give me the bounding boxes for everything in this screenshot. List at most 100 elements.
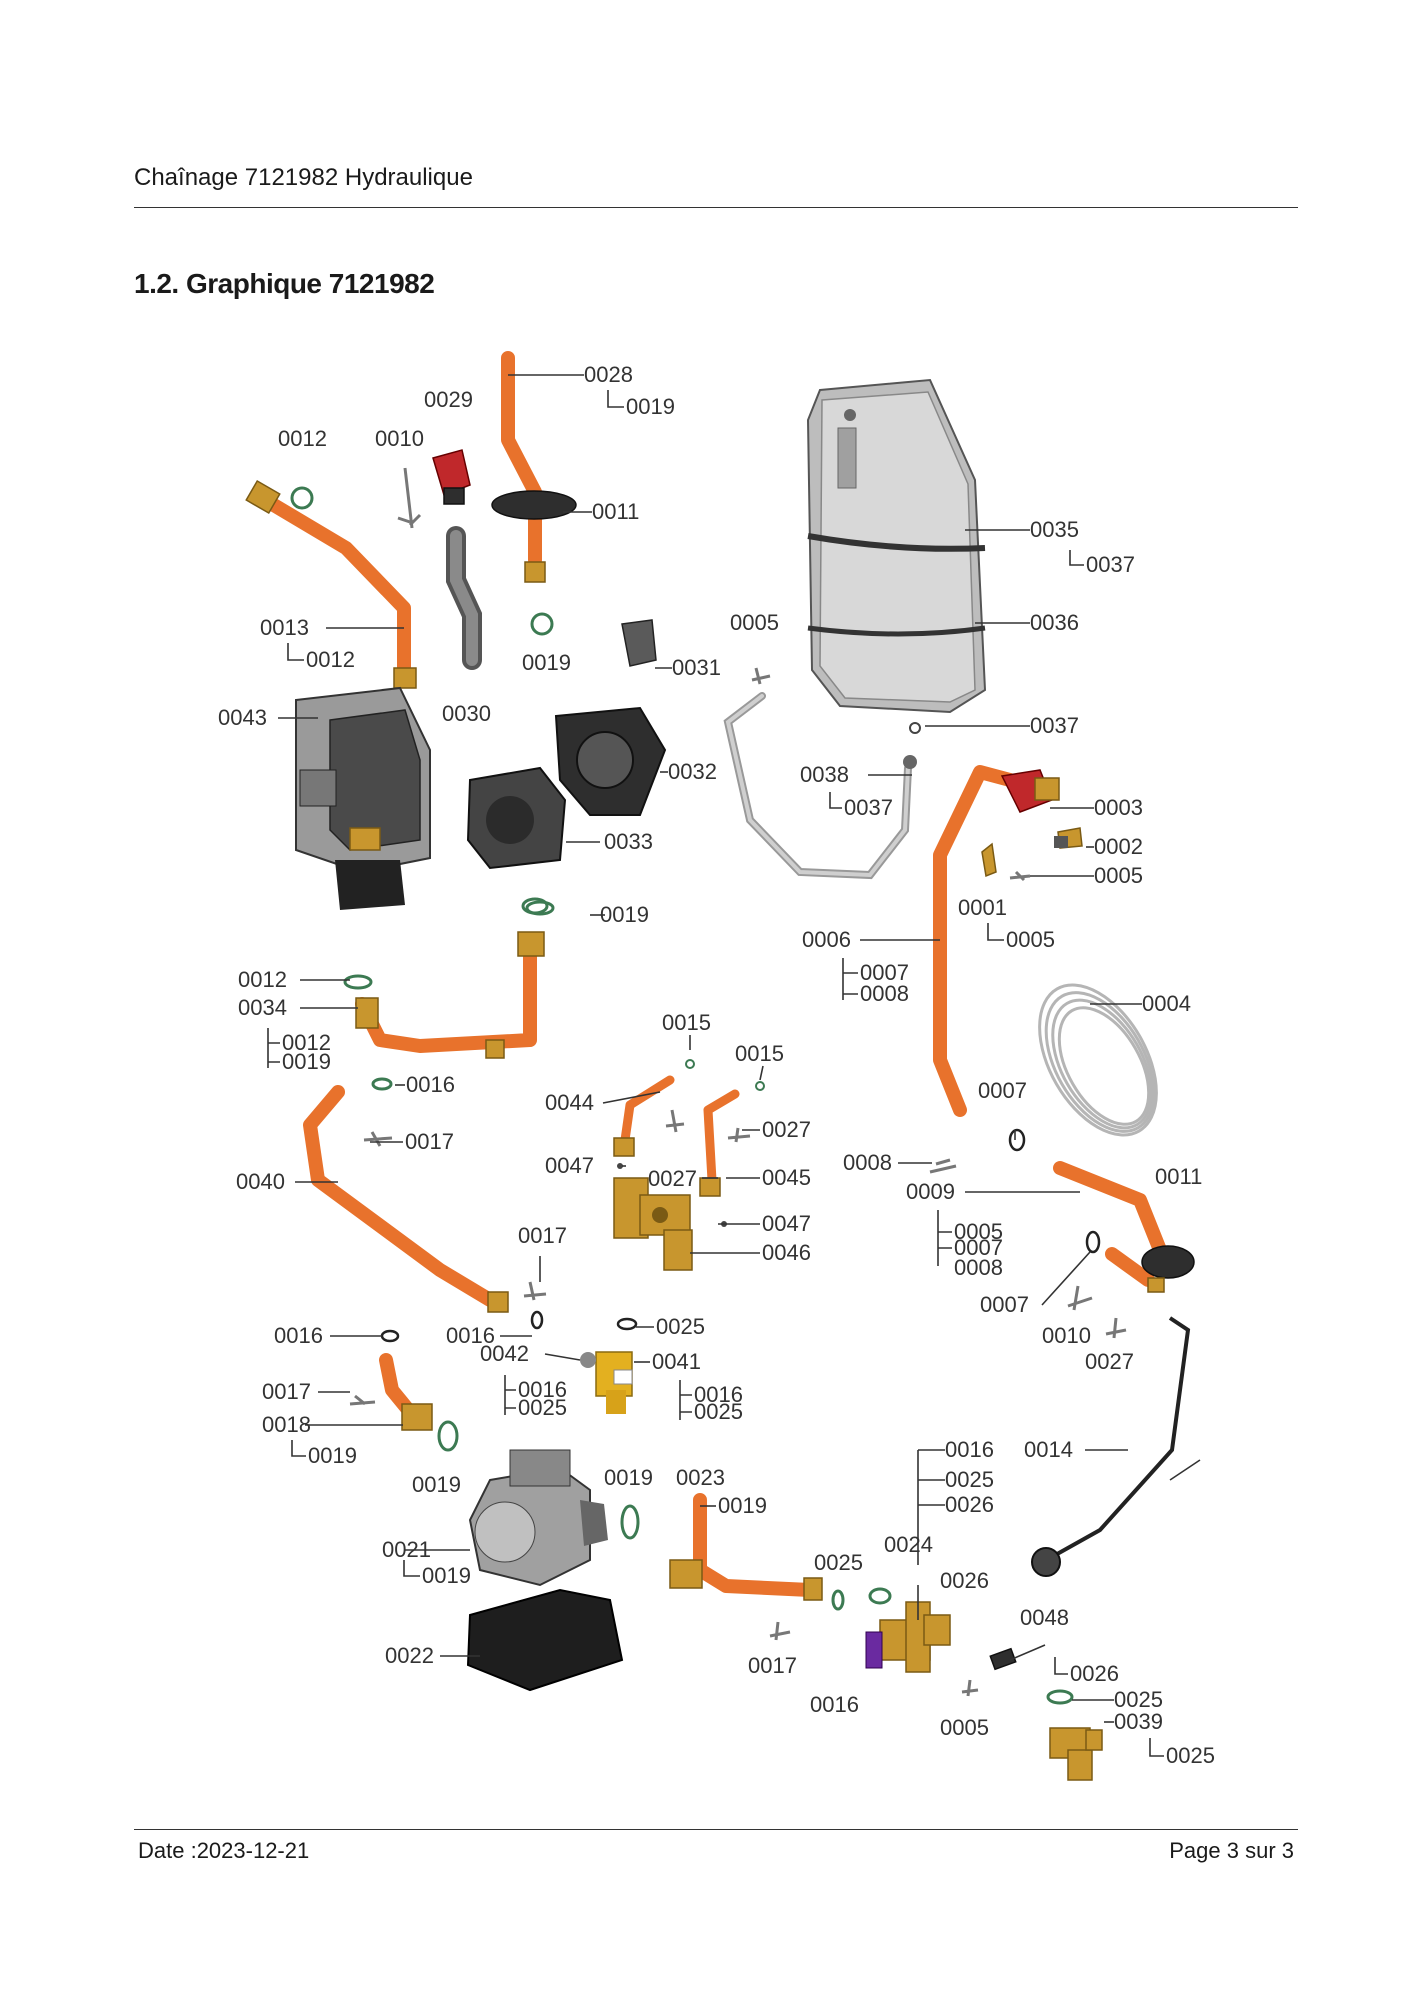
part-label: 0031 bbox=[672, 655, 721, 680]
part-label: 0048 bbox=[1020, 1605, 1069, 1630]
flange-0011-top bbox=[491, 490, 577, 520]
part-label: 0025 bbox=[656, 1314, 705, 1339]
part-label: 0037 bbox=[844, 795, 893, 820]
part-label: 0019 bbox=[522, 650, 571, 675]
part-label: 0028 bbox=[584, 362, 633, 387]
header-rule bbox=[134, 207, 1298, 208]
part-label: 0026 bbox=[945, 1492, 994, 1517]
part-label: 0044 bbox=[545, 1090, 594, 1115]
part-label: 0026 bbox=[940, 1568, 989, 1593]
part-label: 0001 bbox=[958, 895, 1007, 920]
part-label: 0034 bbox=[238, 995, 287, 1020]
part-label: 0010 bbox=[375, 426, 424, 451]
footer-page-number: Page 3 sur 3 bbox=[1169, 1838, 1294, 1863]
part-label: 0047 bbox=[545, 1153, 594, 1178]
part-label: 0013 bbox=[260, 615, 309, 640]
part-label: 0014 bbox=[1024, 1437, 1073, 1462]
part-label: 0019 bbox=[600, 902, 649, 927]
pipe-0040 bbox=[303, 1085, 497, 1307]
part-labels: 0028 0019 0029 0012 0010 0011 0035 0037 … bbox=[218, 362, 1215, 1768]
part-label: 0023 bbox=[676, 1465, 725, 1490]
part-label: 0040 bbox=[236, 1169, 285, 1194]
part-label: 0003 bbox=[1094, 795, 1143, 820]
part-label: 0027 bbox=[1085, 1349, 1134, 1374]
footer-date: Date :2023-12-21 bbox=[138, 1838, 310, 1863]
part-label: 0002 bbox=[1094, 834, 1143, 859]
part-label: 0018 bbox=[262, 1412, 311, 1437]
part-label: 0005 bbox=[1094, 863, 1143, 888]
part-label: 0025 bbox=[945, 1467, 994, 1492]
part-label: 0027 bbox=[762, 1117, 811, 1142]
expansion-vessel bbox=[806, 378, 987, 714]
section-heading: 1.2. Graphique 7121982 bbox=[134, 268, 435, 299]
coil-0004 bbox=[1038, 983, 1158, 1137]
part-label: 0030 bbox=[442, 701, 491, 726]
part-label: 0027 bbox=[648, 1166, 697, 1191]
part-label: 0005 bbox=[730, 610, 779, 635]
part-label: 0011 bbox=[1155, 1164, 1202, 1189]
part-label: 0019 bbox=[412, 1472, 461, 1497]
elbow-0039 bbox=[1049, 1727, 1103, 1781]
part-artwork bbox=[245, 351, 1195, 1781]
part-label: 0017 bbox=[405, 1129, 454, 1154]
part-label: 0035 bbox=[1030, 517, 1079, 542]
part-label: 0025 bbox=[814, 1550, 863, 1575]
part-label: 0016 bbox=[945, 1437, 994, 1462]
pipe-0028 bbox=[501, 351, 542, 567]
part-label: 0022 bbox=[385, 1643, 434, 1668]
part-label: 0008 bbox=[860, 981, 909, 1006]
part-label: 0045 bbox=[762, 1165, 811, 1190]
pipe-0045 bbox=[703, 1089, 740, 1185]
pump-0021 bbox=[468, 1449, 608, 1587]
part-label: 0008 bbox=[843, 1150, 892, 1175]
part-label: 0012 bbox=[282, 1030, 331, 1055]
part-label: 0016 bbox=[406, 1072, 455, 1097]
part-label: 0015 bbox=[662, 1010, 711, 1035]
part-label: 0012 bbox=[278, 426, 327, 451]
part-label: 0006 bbox=[802, 927, 851, 952]
part-label: 0032 bbox=[668, 759, 717, 784]
part-label: 0019 bbox=[626, 394, 675, 419]
part-label: 0019 bbox=[604, 1465, 653, 1490]
part-label: 0024 bbox=[884, 1532, 933, 1557]
part-label: 0007 bbox=[860, 960, 909, 985]
part-label: 0016 bbox=[518, 1377, 567, 1402]
part-label: 0016 bbox=[694, 1382, 743, 1407]
part-label: 0019 bbox=[308, 1443, 357, 1468]
hydraulic-block-0043 bbox=[295, 686, 431, 910]
pipe-0023 bbox=[693, 1493, 817, 1597]
part-label: 0025 bbox=[518, 1395, 567, 1420]
part-label: 0033 bbox=[604, 829, 653, 854]
part-label: 0043 bbox=[218, 705, 267, 730]
document-title: Chaînage 7121982 Hydraulique bbox=[134, 164, 473, 191]
part-label: 0026 bbox=[1070, 1661, 1119, 1686]
part-label: 0016 bbox=[446, 1323, 495, 1348]
part-label: 0025 bbox=[694, 1399, 743, 1424]
part-label: 0007 bbox=[978, 1078, 1027, 1103]
part-label: 0017 bbox=[518, 1223, 567, 1248]
part-label: 0029 bbox=[424, 387, 473, 412]
part-label: 0019 bbox=[282, 1049, 331, 1074]
part-label: 0007 bbox=[954, 1235, 1003, 1260]
footer-rule bbox=[134, 1829, 1298, 1830]
part-label: 0012 bbox=[306, 647, 355, 672]
part-label: 0012 bbox=[238, 967, 287, 992]
pipe-0013 bbox=[255, 491, 411, 677]
part-label: 0015 bbox=[735, 1041, 784, 1066]
pipe-0034 bbox=[355, 935, 537, 1053]
pipe-0006 bbox=[933, 765, 1017, 1117]
part-label: 0042 bbox=[480, 1341, 529, 1366]
part-label: 0005 bbox=[940, 1715, 989, 1740]
part-label: 0017 bbox=[748, 1653, 797, 1678]
part-label: 0007 bbox=[980, 1292, 1029, 1317]
valve-0041 bbox=[580, 1351, 633, 1414]
part-label: 0017 bbox=[262, 1379, 311, 1404]
part-label: 0025 bbox=[1166, 1743, 1215, 1768]
part-label: 0019 bbox=[422, 1563, 471, 1588]
part-label: 0016 bbox=[274, 1323, 323, 1348]
brass-body-0046 bbox=[613, 1177, 693, 1271]
part-label: 0004 bbox=[1142, 991, 1191, 1016]
part-label: 0019 bbox=[718, 1493, 767, 1518]
pipe-0011-lower bbox=[1105, 1247, 1155, 1287]
